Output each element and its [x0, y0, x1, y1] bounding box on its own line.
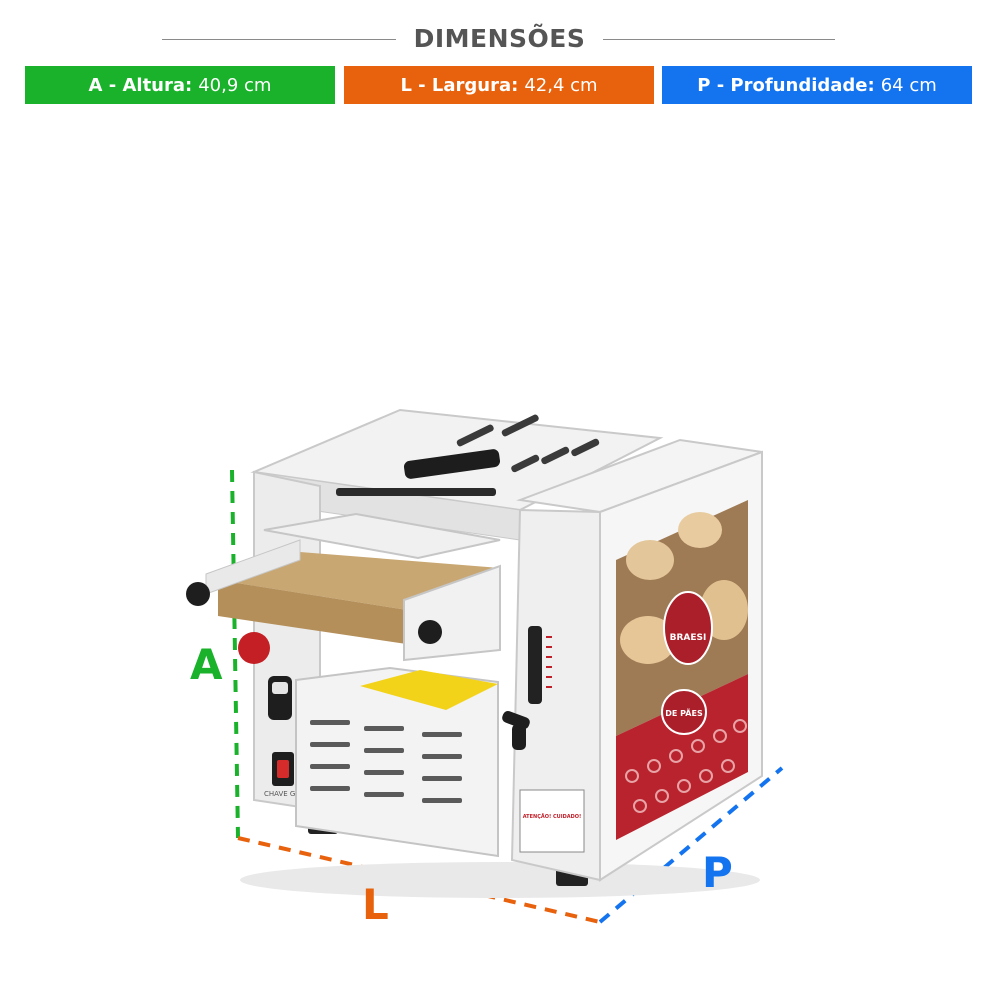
- right-belt-knob[interactable]: [418, 620, 442, 644]
- upper-slot: [336, 488, 496, 496]
- motor-cover-vents: [310, 720, 462, 803]
- width-label: L - Largura:: [400, 74, 519, 96]
- main-switch-label: CHAVE GERAL: [264, 790, 313, 798]
- motor-cover: [295, 666, 499, 858]
- depth-label: P - Profundidade:: [697, 74, 875, 96]
- product-logo-badge: [661, 689, 707, 735]
- dimensions-header: DIMENSÕES: [0, 22, 1000, 58]
- header-divider-right: [603, 39, 835, 40]
- conveyor-belt-front: [218, 580, 420, 646]
- warning-sticker: [519, 789, 585, 853]
- height-dimension-bar: A - Altura: 40,9 cm: [25, 66, 335, 104]
- page-title: DIMENSÕES: [413, 24, 586, 53]
- height-guide-line: [230, 469, 240, 839]
- start-button[interactable]: [272, 682, 288, 694]
- warning-sticker-text: ATENÇÃO! CUIDADO!: [523, 813, 582, 820]
- thickness-scale-marks: [546, 636, 552, 688]
- bread-roll: [626, 540, 674, 580]
- caution-label: [360, 670, 498, 710]
- upper-tray: [263, 512, 501, 560]
- width-dimension-bar: L - Largura: 42,4 cm: [344, 66, 654, 104]
- height-label: A - Altura:: [88, 74, 193, 96]
- top-handle: [403, 449, 501, 479]
- bread-roll: [620, 616, 676, 664]
- product-logo-text: DE PÃES: [665, 708, 703, 718]
- depth-guide-line: [598, 766, 784, 924]
- top-vent-slots: [456, 414, 600, 473]
- floor-shadow: [240, 862, 760, 898]
- depth-value: 64 cm: [880, 74, 937, 96]
- depth-axis-letter: P: [702, 848, 733, 897]
- main-power-switch[interactable]: [277, 760, 289, 778]
- width-value: 42,4 cm: [524, 74, 598, 96]
- left-belt-knob[interactable]: [186, 582, 210, 606]
- height-value: 40,9 cm: [198, 74, 272, 96]
- thickness-scale-slot: [528, 626, 542, 704]
- height-axis-letter: A: [190, 640, 223, 689]
- pattern-rings: [625, 719, 747, 813]
- brand-logo-badge: [663, 591, 713, 665]
- width-axis-letter: L: [362, 880, 389, 929]
- header-divider-left: [162, 39, 396, 40]
- bread-roll: [678, 512, 722, 548]
- brand-logo-text: BRAESI: [670, 633, 707, 643]
- depth-dimension-bar: P - Profundidade: 64 cm: [662, 66, 972, 104]
- thickness-adjust-grip[interactable]: [512, 724, 526, 750]
- emergency-stop-button[interactable]: [238, 632, 270, 664]
